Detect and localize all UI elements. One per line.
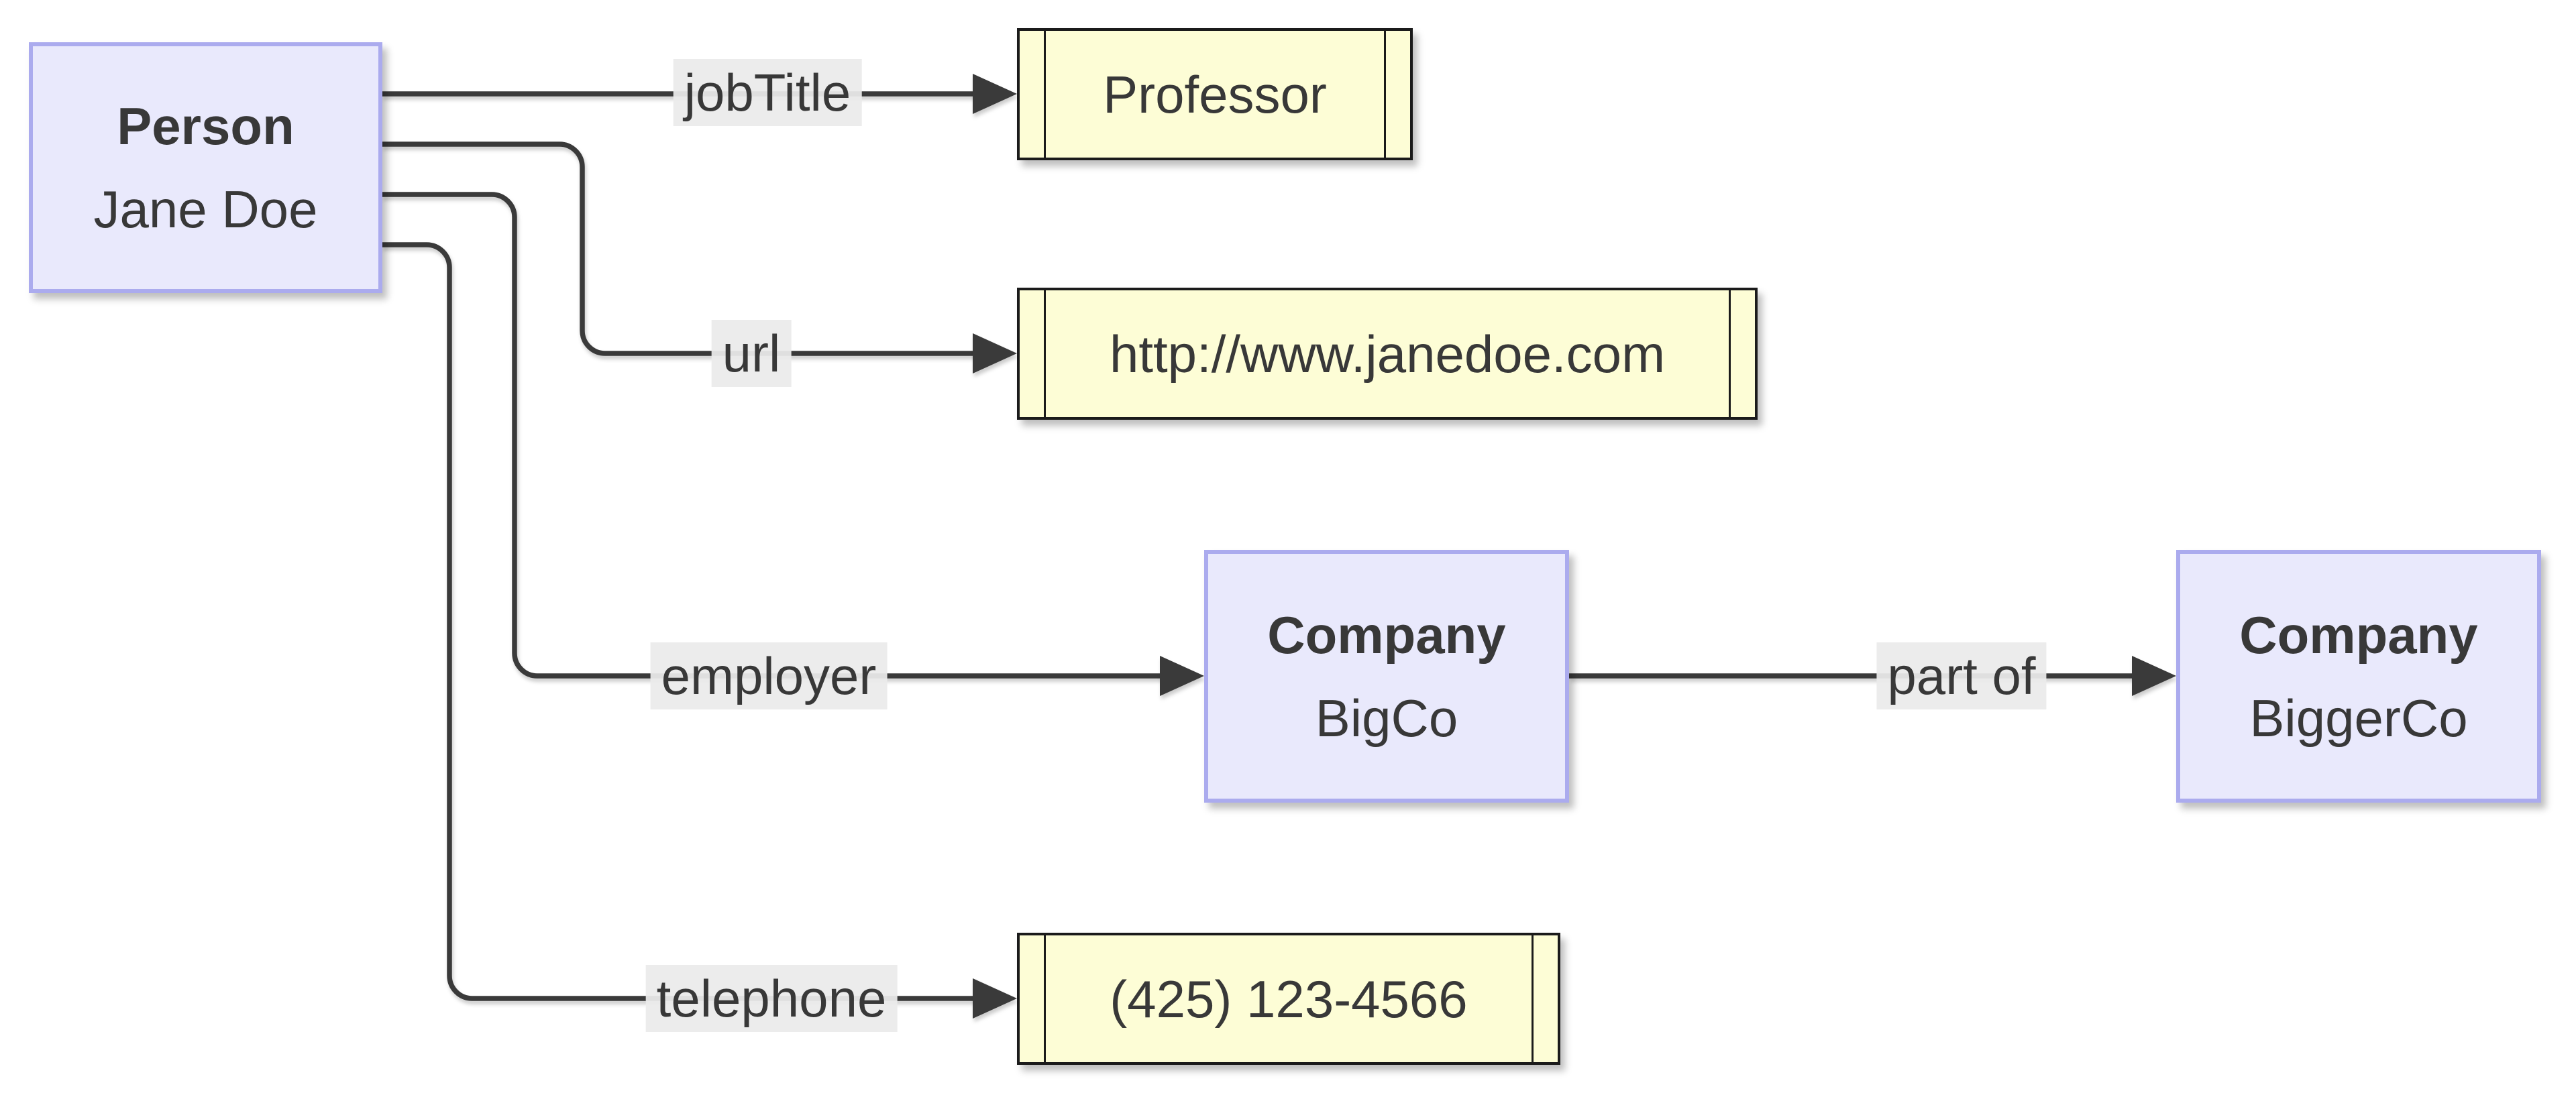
edge-label-telephone: telephone — [645, 965, 898, 1032]
entity-node-person: Person Jane Doe — [29, 42, 382, 293]
url-edge-line — [382, 141, 978, 356]
telephone-arrowhead-icon — [973, 978, 1017, 1019]
edge-label-partof: part of — [1876, 642, 2047, 709]
entity-type-label: Company — [1267, 605, 1506, 665]
partof-arrowhead-icon — [2132, 656, 2176, 696]
employer-arrowhead-icon — [1160, 656, 1204, 696]
url-arrowhead-icon — [973, 333, 1017, 373]
edge-label-jobtitle: jobTitle — [673, 59, 862, 126]
jobtitle-arrowhead-icon — [973, 74, 1017, 114]
telephone-edge-line — [382, 242, 978, 1001]
entity-name-label: Jane Doe — [93, 180, 318, 239]
entity-name-label: BiggerCo — [2249, 688, 2468, 748]
literal-node-jobtitle: Professor — [1017, 28, 1413, 160]
entity-node-biggerco: Company BiggerCo — [2176, 550, 2541, 803]
edge-label-url: url — [711, 320, 792, 387]
edge-label-employer: employer — [650, 642, 888, 709]
literal-node-url: http://www.janedoe.com — [1017, 288, 1758, 420]
literal-value: http://www.janedoe.com — [1109, 324, 1666, 384]
entity-name-label: BigCo — [1315, 688, 1458, 748]
entity-type-label: Company — [2239, 605, 2478, 665]
literal-node-telephone: (425) 123-4566 — [1017, 933, 1560, 1065]
entity-node-bigco: Company BigCo — [1204, 550, 1569, 803]
employer-edge-line — [382, 192, 1165, 679]
literal-value: (425) 123-4566 — [1110, 969, 1468, 1029]
literal-value: Professor — [1103, 64, 1327, 124]
entity-type-label: Person — [117, 97, 294, 156]
